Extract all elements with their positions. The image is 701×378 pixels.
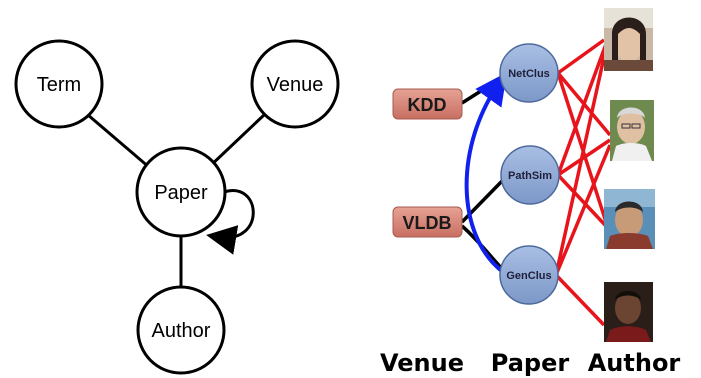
edge-term-paper [87,113,151,170]
paper-self-loop [206,189,255,255]
venue-node-vldb: VLDB [392,206,463,238]
schema-diagram: Term Venue Paper Author [14,39,340,375]
author-edges [554,38,612,327]
paper-node-netclus-label: NetClus [508,68,550,80]
schema-node-term: Term [14,39,104,129]
author-photo-2 [610,100,654,161]
column-heading-author: Author [588,349,681,377]
column-heading-paper: Paper [491,349,570,377]
schema-node-paper-label: Paper [154,182,208,204]
author-photo-1 [604,8,653,71]
edge-venue-paper [206,113,266,170]
citation-edge [464,72,507,274]
paper-node-pathsim: PathSim [500,145,560,205]
schema-node-paper: Paper [135,146,227,238]
schema-node-venue-label: Venue [267,74,324,96]
schema-node-term-label: Term [37,74,81,96]
paper-node-genclus-label: GenClus [506,270,551,282]
schema-node-author: Author [136,285,226,375]
network-diagram: KDD VLDB NetClus PathSim GenClus [380,8,680,377]
author-photo-3 [604,189,655,249]
venue-node-vldb-label: VLDB [403,213,452,233]
paper-node-pathsim-label: PathSim [508,170,552,182]
paper-node-netclus: NetClus [499,43,559,103]
schema-node-venue: Venue [250,39,340,129]
venue-node-kdd-label: KDD [408,95,447,115]
venue-node-kdd: KDD [392,88,463,120]
author-photo-4 [604,282,653,342]
column-heading-venue: Venue [380,349,464,377]
schema-node-author-label: Author [152,320,211,342]
paper-node-genclus: GenClus [499,245,559,305]
